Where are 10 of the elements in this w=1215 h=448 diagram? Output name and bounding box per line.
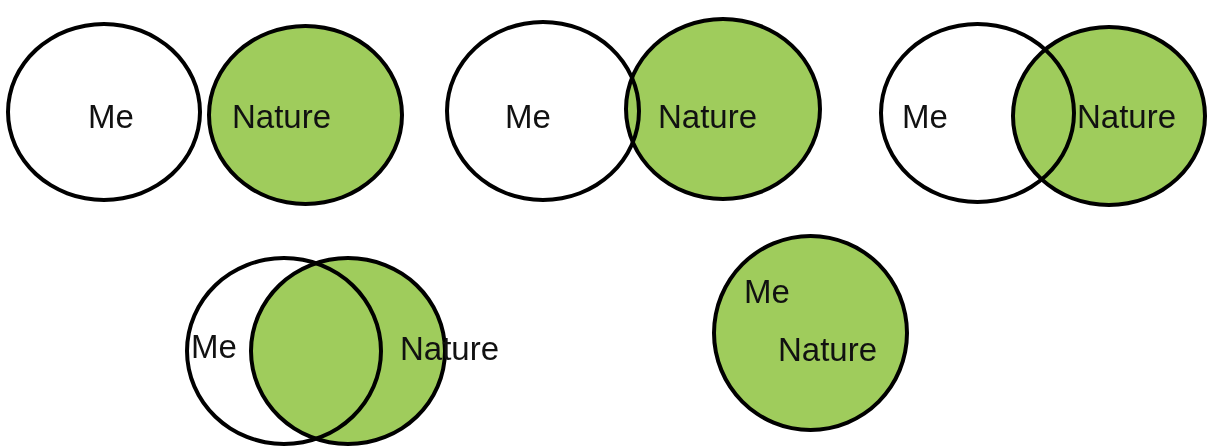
- circle-label: Nature: [658, 100, 758, 133]
- circle-label: Me: [505, 100, 551, 133]
- circle-label: Nature: [232, 100, 332, 133]
- circle-label: Me: [191, 330, 237, 363]
- circle-label: Nature: [1077, 100, 1177, 133]
- circle-label: Me: [88, 100, 134, 133]
- circle-label: Me: [744, 275, 790, 308]
- circle: [6, 22, 202, 202]
- circle-label: Nature: [778, 333, 878, 366]
- circle-label: Me: [902, 100, 948, 133]
